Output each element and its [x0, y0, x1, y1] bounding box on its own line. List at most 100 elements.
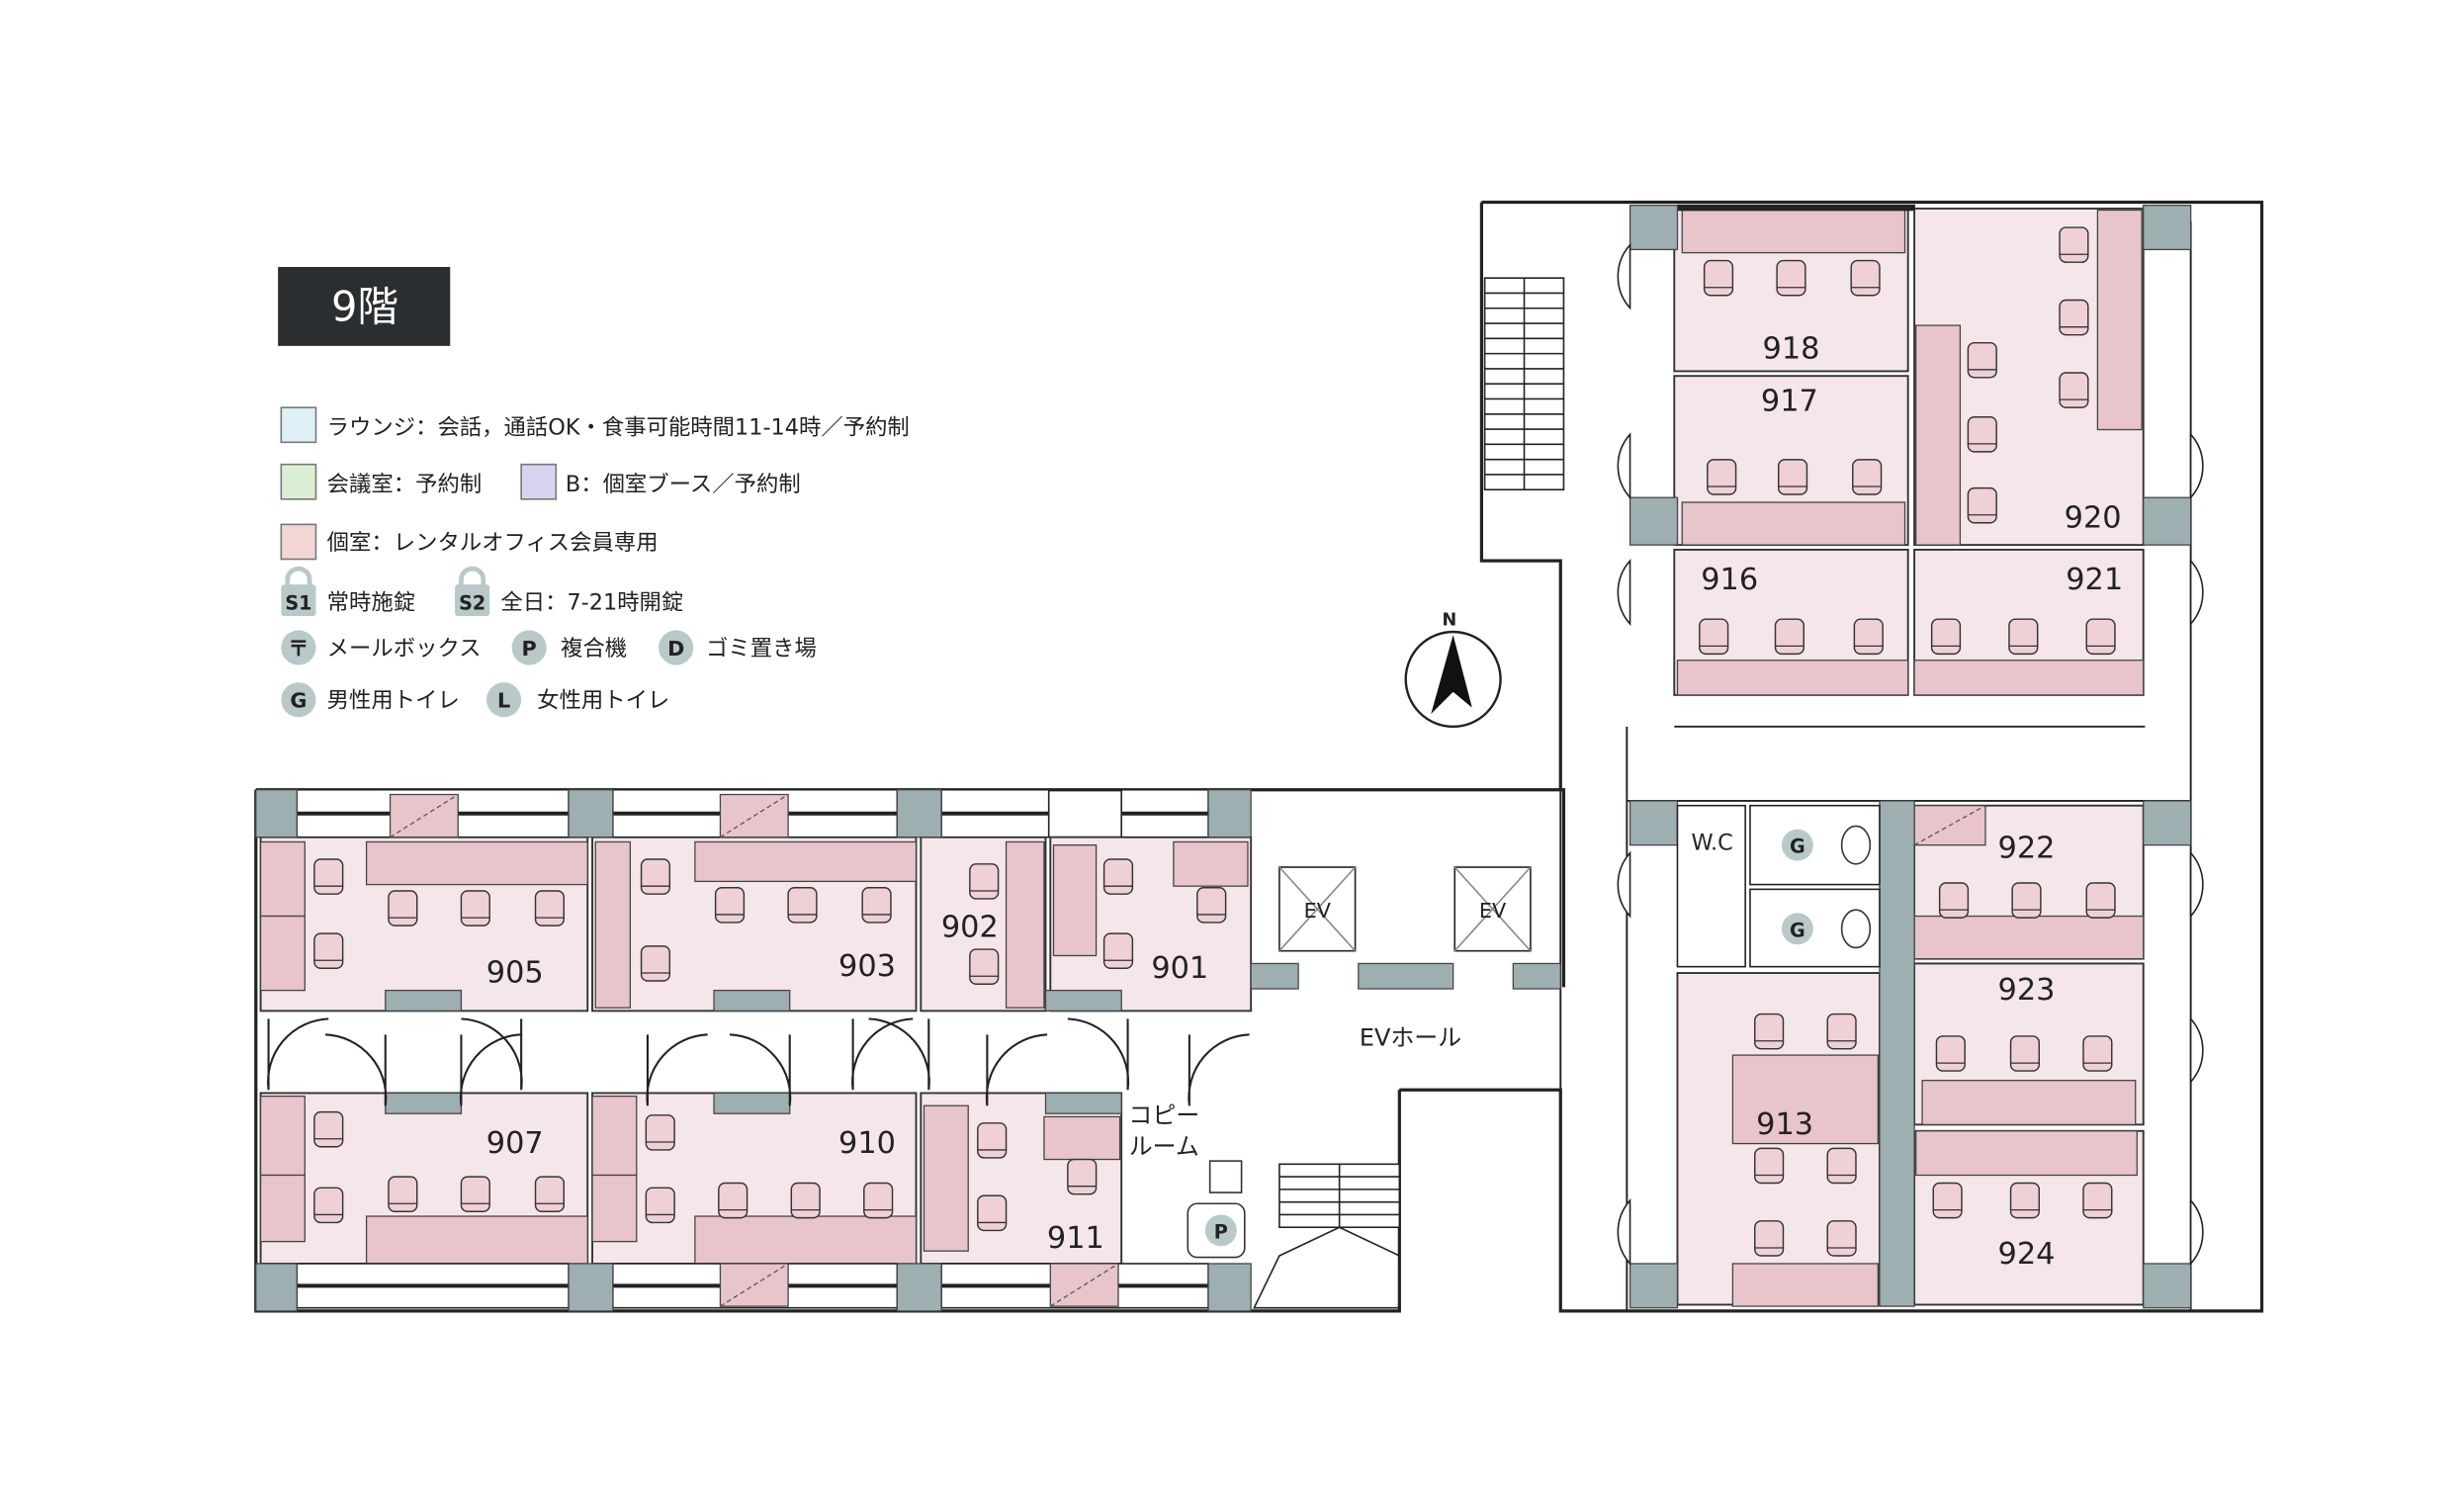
chair: [1967, 486, 1997, 524]
pillar: [1512, 962, 1561, 990]
door[interactable]: [1617, 242, 1631, 310]
desk: [1052, 844, 1098, 957]
room-number-923: 923: [1998, 973, 2056, 1008]
door[interactable]: [1617, 559, 1631, 627]
chair: [2011, 882, 2042, 919]
chair: [313, 858, 344, 895]
legend-swatch-booth: [520, 463, 558, 500]
pillar: [713, 989, 791, 1013]
chair: [1777, 459, 1808, 495]
desk: [1913, 915, 2145, 960]
elevator-1: EV: [1278, 866, 1357, 952]
door[interactable]: [1617, 1197, 1631, 1267]
chair: [1102, 858, 1134, 895]
chair: [1967, 416, 1997, 453]
svg-text:L: L: [497, 689, 510, 713]
chair: [313, 932, 344, 969]
legend-women-wc-text: 女性用トイレ: [537, 688, 669, 714]
door[interactable]: [2189, 559, 2204, 627]
chair: [1774, 618, 1804, 656]
room-number-902: 902: [941, 910, 999, 944]
door[interactable]: [1188, 1033, 1250, 1106]
room-number-920: 920: [2065, 501, 2122, 536]
chair: [388, 890, 418, 926]
legend-meeting-text: 会議室：予約制: [327, 472, 483, 497]
door[interactable]: [729, 1033, 792, 1106]
chair: [534, 890, 566, 926]
pillar: [2143, 1263, 2192, 1309]
desk: [365, 1215, 588, 1265]
door[interactable]: [267, 1017, 329, 1091]
desk: [1681, 501, 1906, 546]
chair: [863, 1182, 894, 1219]
room-number-903: 903: [838, 949, 896, 984]
chair: [1967, 341, 1997, 379]
legend-s1-text: 常時施錠: [327, 590, 415, 616]
elevator-2: EV: [1453, 866, 1532, 952]
door[interactable]: [2189, 1197, 2204, 1267]
door[interactable]: [1067, 1017, 1130, 1091]
pillar: [385, 1092, 463, 1114]
legend-mailbox-text: メールボックス: [327, 636, 482, 661]
chair: [2085, 882, 2116, 919]
chair: [1776, 259, 1806, 297]
chair: [645, 1187, 675, 1224]
men-toilet-icon: G: [1781, 829, 1813, 861]
legend: ラウンジ：会話，通話OK・食事可能時間11-14時／予約制 会議室：予約制 B：…: [280, 406, 910, 718]
desk: [1681, 209, 1906, 254]
pillar: [1628, 205, 1679, 251]
door[interactable]: [868, 1017, 930, 1091]
door[interactable]: [461, 1017, 523, 1091]
room-number-922: 922: [1998, 831, 2056, 865]
pillar: [568, 789, 614, 838]
chair: [1826, 1147, 1857, 1185]
desk: [1921, 1080, 2137, 1126]
chair: [1754, 1147, 1785, 1185]
chair: [1699, 618, 1729, 656]
door[interactable]: [851, 1017, 914, 1091]
chair: [718, 1182, 748, 1219]
printer-icon: P: [511, 630, 547, 665]
chair: [1853, 618, 1884, 656]
ev-hall-label: EVホール: [1360, 1024, 1461, 1052]
chair: [1850, 259, 1881, 297]
pillar: [1207, 1263, 1252, 1312]
desk: [1676, 660, 1909, 696]
room-number-917: 917: [1761, 384, 1818, 418]
mailbox-icon: 〒: [281, 630, 316, 665]
room-number-913: 913: [1756, 1107, 1813, 1142]
svg-text:S1: S1: [285, 592, 311, 615]
svg-text:N: N: [1442, 611, 1456, 631]
pillar: [713, 1092, 791, 1114]
room-number-907: 907: [486, 1126, 544, 1161]
door[interactable]: [325, 1033, 388, 1106]
door[interactable]: [1617, 850, 1631, 919]
men-toilet-icon: G: [281, 682, 316, 718]
door[interactable]: [1617, 432, 1631, 500]
svg-text:S2: S2: [459, 592, 485, 615]
svg-text:〒: 〒: [289, 637, 309, 661]
chair: [1102, 932, 1134, 969]
floor-title-badge: 9階: [278, 266, 451, 346]
chair: [460, 1176, 490, 1212]
desk: [1173, 840, 1249, 887]
door[interactable]: [646, 1033, 708, 1106]
door[interactable]: [459, 1033, 522, 1106]
room-number-910: 910: [838, 1126, 896, 1161]
desk: [694, 840, 918, 883]
pillar: [896, 789, 942, 838]
pillar: [2143, 800, 2192, 846]
door[interactable]: [985, 1033, 1048, 1106]
pillar: [255, 1263, 298, 1312]
door[interactable]: [2189, 1016, 2204, 1085]
door[interactable]: [2189, 850, 2204, 919]
legend-lounge-text: ラウンジ：会話，通話OK・食事可能時間11-14時／予約制: [327, 414, 910, 440]
desk: [1005, 840, 1045, 1009]
legend-men-wc-text: 男性用トイレ: [327, 688, 460, 714]
desk: [365, 840, 588, 886]
printer-machine: P: [1187, 1160, 1246, 1259]
door[interactable]: [2189, 432, 2204, 500]
chair: [2085, 618, 2116, 656]
chair: [1932, 1182, 1963, 1219]
